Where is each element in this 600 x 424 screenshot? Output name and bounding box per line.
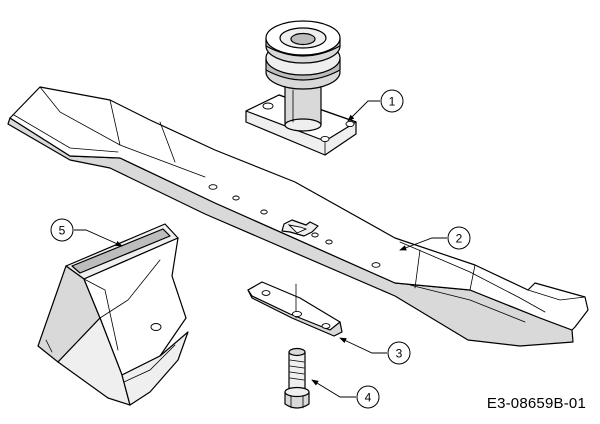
mower-blade-part <box>7 86 589 347</box>
svg-text:3: 3 <box>396 347 403 361</box>
callout-3: 3 <box>387 341 411 365</box>
retainer-plate-part <box>247 281 343 337</box>
leader-line-1 <box>347 100 380 122</box>
svg-text:2: 2 <box>456 232 463 246</box>
leader-line-2 <box>399 237 447 251</box>
blade-adapter-part <box>245 20 357 156</box>
callout-2: 2 <box>447 226 471 250</box>
leader-line-4 <box>311 379 356 398</box>
svg-text:1: 1 <box>389 95 396 109</box>
leader-line-5 <box>74 229 123 247</box>
svg-text:4: 4 <box>365 391 372 405</box>
svg-text:5: 5 <box>59 224 66 238</box>
callout-5: 5 <box>50 218 74 242</box>
mulching-insert-part <box>37 223 189 406</box>
blade-bolt-part <box>284 347 310 409</box>
leader-line-3 <box>339 337 387 354</box>
callout-1: 1 <box>380 89 404 113</box>
callout-4: 4 <box>356 385 380 409</box>
diagram-code: E3-08659B-01 <box>486 395 586 412</box>
